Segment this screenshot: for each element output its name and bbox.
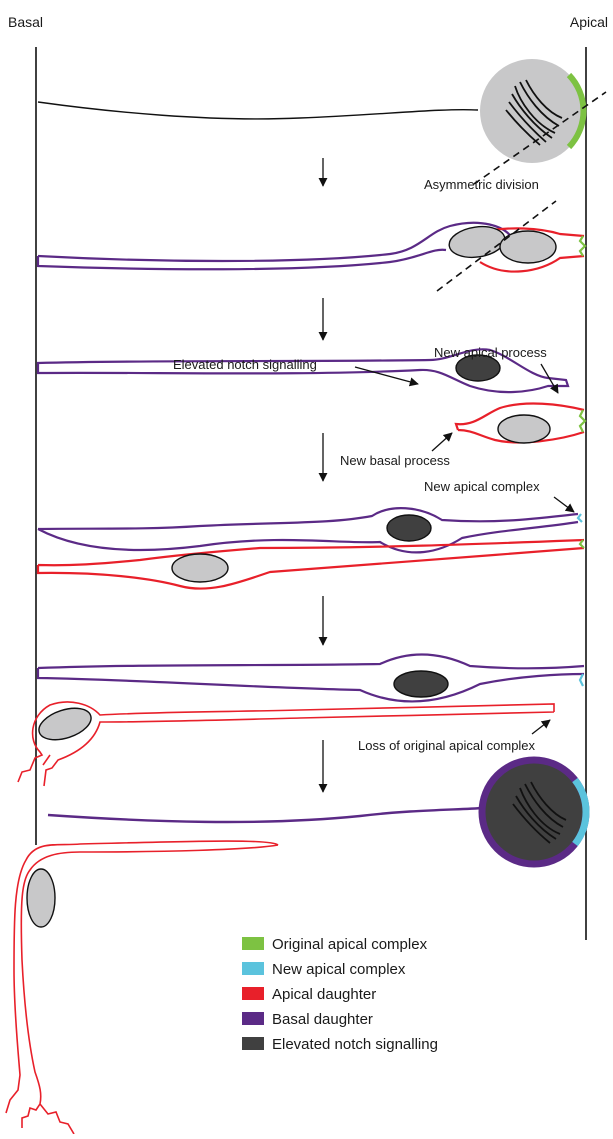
legend-swatch-cyan (242, 962, 264, 975)
stage-1-mitotic-progenitor (38, 59, 606, 184)
basal-daughter-outline-4 (38, 508, 578, 552)
legend-item-new-apical: New apical complex (242, 961, 406, 978)
legend-label-new-apical: New apical complex (272, 961, 406, 978)
legend-label-original-apical: Original apical complex (272, 936, 428, 953)
legend-label-notch: Elevated notch signalling (272, 1036, 438, 1053)
new-apical-complex-4 (578, 514, 582, 522)
arrow-new-basal-process (432, 433, 452, 451)
legend-swatch-red (242, 987, 264, 1000)
notch-nucleus-4 (387, 515, 431, 541)
dividing-cell (480, 59, 584, 163)
legend-swatch-green (242, 937, 264, 950)
apical-daughter-nucleus-4 (172, 554, 228, 582)
legend-swatch-purple (242, 1012, 264, 1025)
legend-item-original-apical: Original apical complex (242, 936, 428, 953)
asymmetric-division-label: Asymmetric division (424, 177, 539, 192)
basal-daughter-outline (38, 223, 512, 261)
apical-daughter-outline-4 (38, 540, 584, 589)
apical-daughter-nucleus-3 (498, 415, 550, 443)
basal-daughter-outline-5 (38, 654, 584, 701)
arrow-new-apical-complex (554, 497, 574, 512)
original-apical-complex-2 (580, 236, 585, 256)
legend-item-notch: Elevated notch signalling (242, 1036, 438, 1053)
legend-swatch-dark (242, 1037, 264, 1050)
basal-daughter-process-6 (48, 808, 484, 822)
new-apical-process-label: New apical process (434, 345, 547, 360)
stage-5-apical-detachment (18, 654, 584, 786)
legend: Original apical complex New apical compl… (242, 936, 438, 1053)
new-basal-process-label: New basal process (340, 453, 450, 468)
apical-label: Apical (570, 14, 608, 30)
basal-process (38, 102, 478, 119)
apical-daughter-nucleus (500, 231, 556, 263)
legend-label-basal-daughter: Basal daughter (272, 1011, 373, 1028)
elevated-notch-label: Elevated notch signalling (173, 357, 317, 372)
loss-original-apical-label: Loss of original apical complex (358, 738, 536, 753)
arrow-loss-original (532, 720, 550, 734)
new-apical-complex-label: New apical complex (424, 479, 540, 494)
original-apical-complex-3 (580, 410, 585, 432)
stage-2-daughters (38, 201, 585, 291)
new-apical-complex-5 (580, 674, 583, 686)
basal-label: Basal (8, 14, 43, 30)
legend-item-apical-daughter: Apical daughter (242, 986, 376, 1003)
legend-item-basal-daughter: Basal daughter (242, 1011, 373, 1028)
notch-nucleus-5 (394, 671, 448, 697)
stage-4-new-apical-complex (38, 497, 584, 589)
migrating-nucleus (27, 869, 55, 927)
legend-label-apical-daughter: Apical daughter (272, 986, 376, 1003)
